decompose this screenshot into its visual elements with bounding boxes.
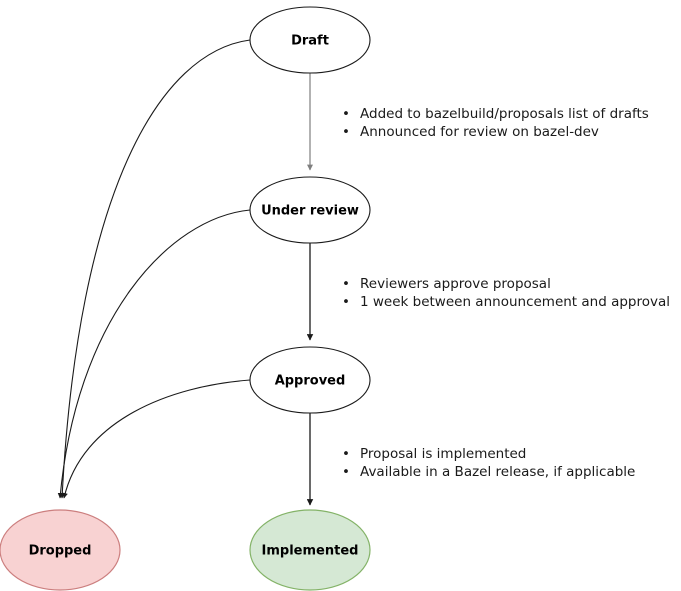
bullet-marker: • bbox=[342, 294, 350, 310]
bullet-marker: • bbox=[342, 106, 350, 122]
node-approved-label: Approved bbox=[275, 374, 346, 389]
node-draft-shape bbox=[249, 6, 371, 74]
annotation-approved-to-implemented: • Proposal is implemented • Available in… bbox=[342, 446, 635, 480]
edge-draft-to-dropped[interactable] bbox=[59, 39, 251, 499]
bullet-marker: • bbox=[342, 446, 350, 462]
annotation-line: Available in a Bazel release, if applica… bbox=[360, 464, 635, 480]
edge-group-curves-to-dropped bbox=[57, 39, 251, 499]
annotation-line: 1 week between announcement and approval bbox=[360, 294, 670, 310]
node-under-review[interactable]: Under review bbox=[249, 176, 371, 244]
edge-under-review-to-dropped[interactable] bbox=[57, 209, 251, 499]
annotation-line: Proposal is implemented bbox=[360, 446, 526, 462]
node-approved[interactable]: Approved bbox=[249, 346, 371, 414]
node-dropped[interactable]: Dropped bbox=[0, 509, 121, 591]
node-draft[interactable]: Draft bbox=[249, 6, 371, 74]
node-under-review-shape bbox=[249, 176, 371, 244]
node-implemented-label: Implemented bbox=[262, 544, 359, 559]
annotation-line: Announced for review on bazel-dev bbox=[360, 124, 599, 140]
annotation-draft-to-under-review: • Added to bazelbuild/proposals list of … bbox=[342, 106, 649, 140]
node-draft-label: Draft bbox=[291, 34, 329, 49]
edge-approved-to-dropped[interactable] bbox=[62, 379, 251, 499]
annotation-line: Added to bazelbuild/proposals list of dr… bbox=[360, 106, 649, 122]
node-under-review-label: Under review bbox=[261, 204, 359, 219]
node-implemented[interactable]: Implemented bbox=[249, 509, 371, 591]
bullet-marker: • bbox=[342, 464, 350, 480]
bullet-marker: • bbox=[342, 276, 350, 292]
annotation-under-review-to-approved: • Reviewers approve proposal • 1 week be… bbox=[342, 276, 670, 310]
bullet-marker: • bbox=[342, 124, 350, 140]
annotation-line: Reviewers approve proposal bbox=[360, 276, 551, 292]
node-approved-shape bbox=[249, 346, 371, 414]
node-dropped-label: Dropped bbox=[29, 544, 92, 559]
node-implemented-shape bbox=[249, 509, 371, 591]
node-dropped-shape bbox=[0, 509, 121, 591]
